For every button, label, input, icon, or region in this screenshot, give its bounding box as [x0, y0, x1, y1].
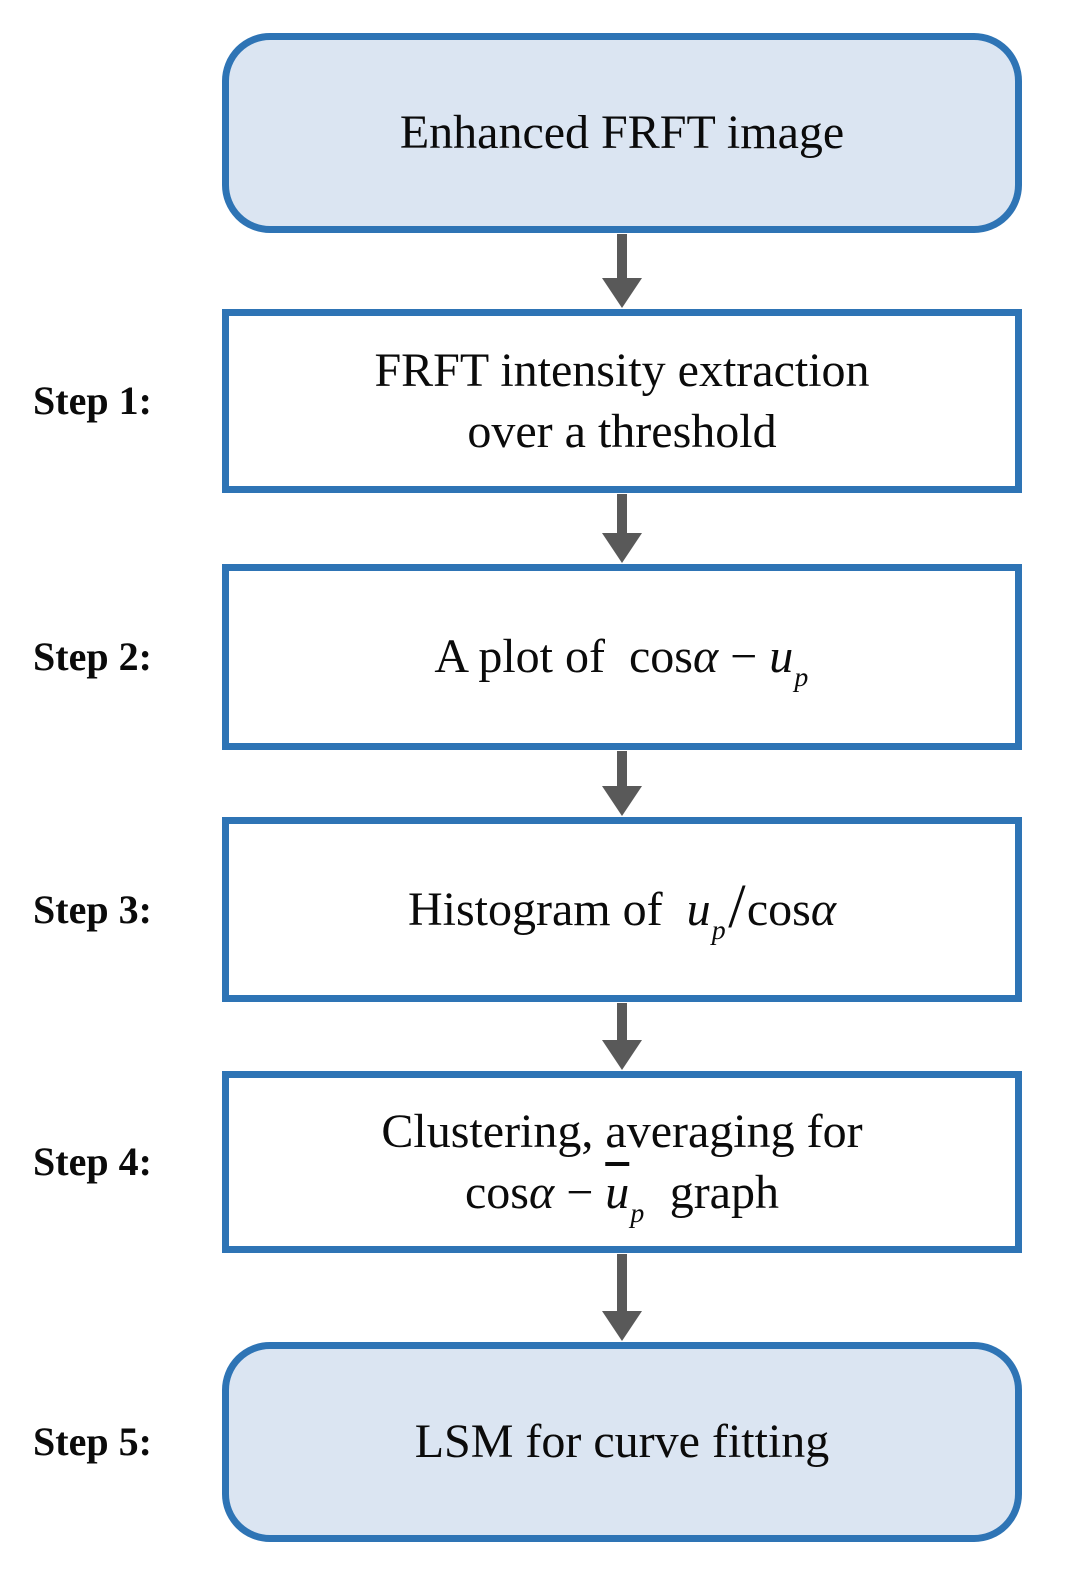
node-step2-plot: A plot of cosα − up	[222, 564, 1022, 750]
flow-arrow-3	[602, 751, 642, 816]
node-step2-text: A plot of cosα − up	[434, 630, 809, 694]
node-step5-lsm-curve-fitting: LSM for curve fitting	[222, 1342, 1022, 1542]
node-step3-histogram: Histogram of up/cosα	[222, 817, 1022, 1002]
arrow-stem	[617, 1003, 627, 1044]
node-enhanced-frft-image-text: Enhanced FRFT image	[399, 106, 845, 160]
arrow-stem	[617, 1254, 627, 1315]
flow-arrow-2	[602, 494, 642, 563]
arrow-stem	[617, 751, 627, 790]
flow-arrow-4	[602, 1003, 642, 1070]
step-label-5: Step 5:	[33, 1419, 152, 1464]
arrow-down-icon	[602, 786, 642, 816]
arrow-stem	[617, 494, 627, 537]
arrow-down-icon	[602, 1311, 642, 1341]
flow-arrow-5	[602, 1254, 642, 1341]
node-step5-text: LSM for curve fitting	[414, 1415, 830, 1469]
node-enhanced-frft-image: Enhanced FRFT image	[222, 33, 1022, 233]
arrow-down-icon	[602, 533, 642, 563]
step-label-3: Step 3:	[33, 887, 152, 932]
arrow-down-icon	[602, 1040, 642, 1070]
step-label-4: Step 4:	[33, 1139, 152, 1184]
step-label-1: Step 1:	[33, 378, 152, 423]
arrow-stem	[617, 234, 627, 282]
arrow-down-icon	[602, 278, 642, 308]
flow-arrow-1	[602, 234, 642, 308]
step-label-2: Step 2:	[33, 634, 152, 679]
node-step3-text: Histogram of up/cosα	[407, 872, 837, 946]
